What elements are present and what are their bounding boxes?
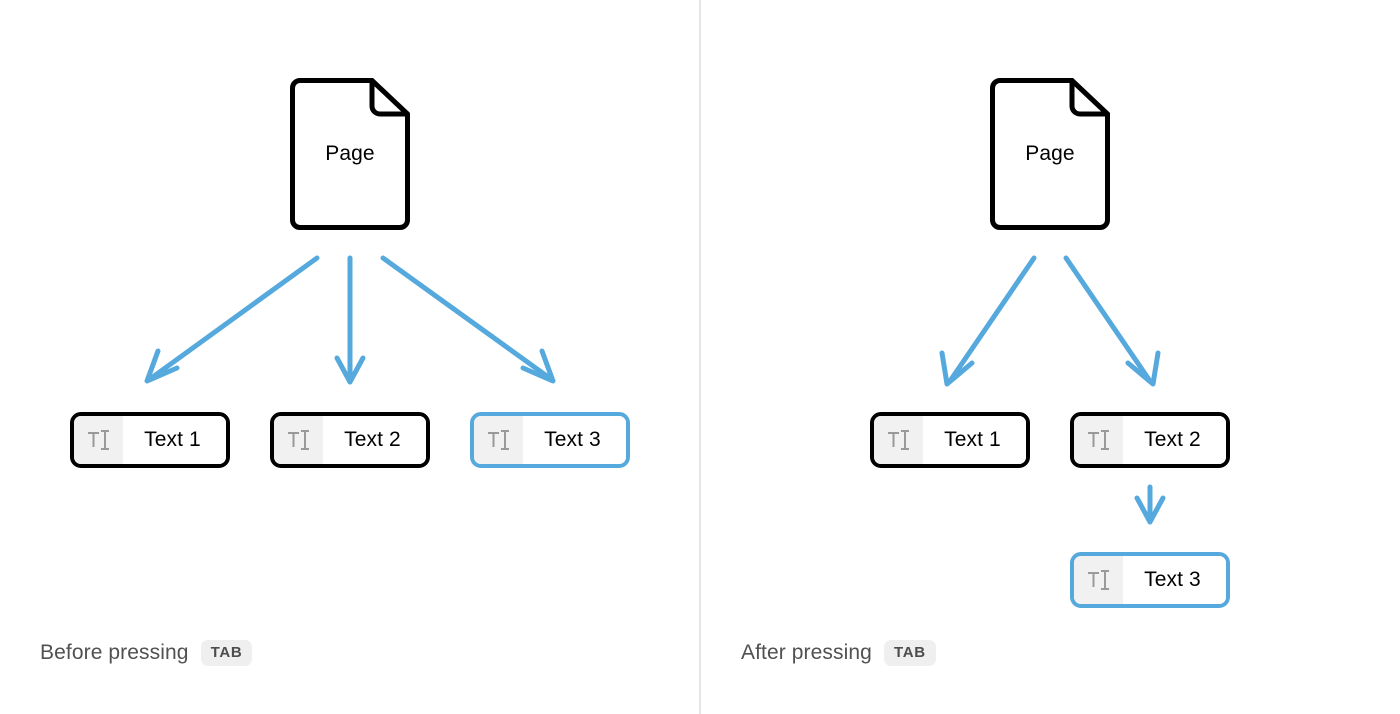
arrow-page-to-text3 — [380, 255, 556, 384]
caption-before: Before pressing TAB — [40, 640, 253, 666]
text-node-text-3-before[interactable]: Text 3 — [470, 412, 630, 468]
text-node-text-1-after[interactable]: Text 1 — [870, 412, 1030, 468]
panel-divider — [699, 0, 701, 714]
text-cursor-icon — [1074, 556, 1123, 604]
text-node-label: Text 2 — [1123, 416, 1226, 464]
page-document-icon — [990, 78, 1110, 230]
text-node-label: Text 2 — [323, 416, 426, 464]
page-node-before[interactable]: Page — [290, 78, 410, 230]
text-node-label: Text 1 — [923, 416, 1026, 464]
arrow-page-to-text2-after — [1063, 255, 1161, 387]
text-cursor-icon — [274, 416, 323, 464]
page-document-icon — [290, 78, 410, 230]
caption-after: After pressing TAB — [741, 640, 936, 666]
text-node-label: Text 3 — [1123, 556, 1226, 604]
text-node-text-1-before[interactable]: Text 1 — [70, 412, 230, 468]
page-node-label: Page — [1025, 142, 1075, 165]
arrow-page-to-text1 — [144, 255, 320, 384]
text-node-label: Text 3 — [523, 416, 626, 464]
text-node-text-2-after[interactable]: Text 2 — [1070, 412, 1230, 468]
caption-after-text: After pressing — [741, 641, 872, 664]
page-node-label: Page — [325, 142, 375, 165]
text-cursor-icon — [74, 416, 123, 464]
arrow-page-to-text1-after — [939, 255, 1037, 387]
arrow-text2-to-text3 — [1134, 484, 1166, 525]
key-badge-tab-after: TAB — [883, 640, 936, 666]
caption-before-text: Before pressing — [40, 641, 189, 664]
text-cursor-icon — [1074, 416, 1123, 464]
arrow-page-to-text2 — [334, 255, 366, 385]
text-node-text-2-before[interactable]: Text 2 — [270, 412, 430, 468]
page-node-after[interactable]: Page — [990, 78, 1110, 230]
text-node-label: Text 1 — [123, 416, 226, 464]
text-node-text-3-after[interactable]: Text 3 — [1070, 552, 1230, 608]
key-badge-tab-before: TAB — [200, 640, 253, 666]
text-cursor-icon — [874, 416, 923, 464]
text-cursor-icon — [474, 416, 523, 464]
